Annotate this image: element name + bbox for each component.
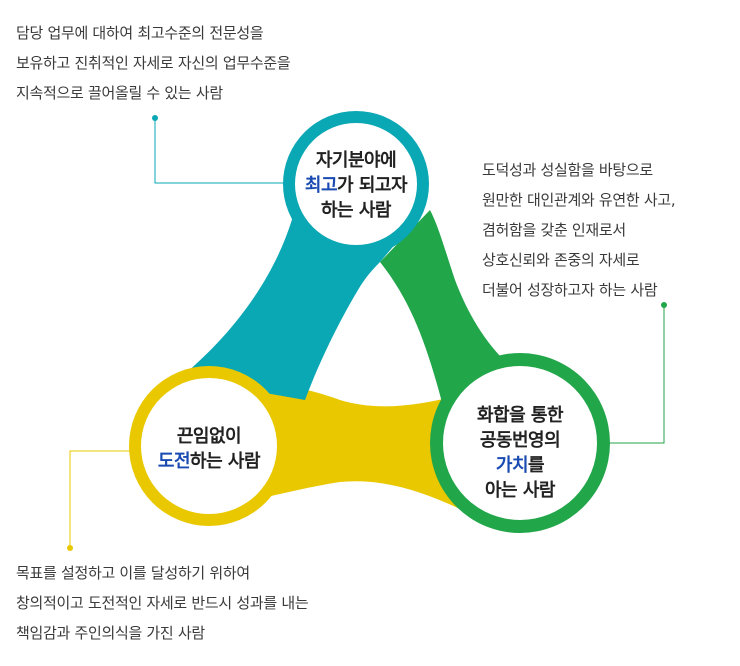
connector-left-dot bbox=[67, 545, 73, 551]
description-right-line: 겸허함을 갖춘 인재로서 bbox=[482, 221, 626, 239]
circle-left-inner bbox=[141, 378, 277, 514]
node-right-highlight: 가치 bbox=[495, 455, 529, 476]
description-right-line: 원만한 대인관계와 유연한 사고, bbox=[482, 191, 676, 209]
description-top: 담당 업무에 대하여 최고수준의 전문성을 보유하고 진취적인 자세로 자신의 … bbox=[16, 18, 291, 108]
connector-left bbox=[69, 450, 130, 548]
description-bottom-line: 창의적이고 도전적인 자세로 반드시 성과를 내는 bbox=[16, 594, 309, 612]
node-right-label: 화합을 통한 공동번영의 가치를 아는 사람 bbox=[445, 403, 595, 503]
node-right-line3-rest: 를 bbox=[528, 455, 545, 476]
node-left-line1: 끈임없이 bbox=[176, 426, 242, 447]
description-right-line: 도덕성과 성실함을 바탕으로 bbox=[482, 161, 653, 179]
description-right-line: 상호신뢰와 존중의 자세로 bbox=[482, 251, 640, 269]
node-top-line2-rest: 가 되고자 bbox=[337, 175, 408, 196]
description-top-line: 지속적으로 끌어올릴 수 있는 사람 bbox=[16, 84, 223, 102]
node-top-highlight: 최고 bbox=[304, 175, 338, 196]
node-left-label: 끈임없이 도전하는 사람 bbox=[134, 424, 284, 474]
description-top-line: 보유하고 진취적인 자세로 자신의 업무수준을 bbox=[16, 54, 291, 72]
node-right-line1: 화합을 통한 bbox=[476, 405, 564, 426]
node-right-line4: 아는 사람 bbox=[484, 480, 556, 501]
connector-top-dot bbox=[152, 115, 158, 121]
node-top-line2: 최고가 되고자 bbox=[281, 173, 431, 198]
node-right-line2: 공동번영의 bbox=[479, 430, 561, 451]
description-right: 도덕성과 성실함을 바탕으로 원만한 대인관계와 유연한 사고, 겸허함을 갖춘… bbox=[482, 155, 676, 305]
node-left-line2: 도전하는 사람 bbox=[134, 449, 284, 474]
circle-top-inner bbox=[295, 123, 417, 245]
connector-right bbox=[608, 305, 665, 444]
description-top-line: 담당 업무에 대하여 최고수준의 전문성을 bbox=[16, 24, 264, 42]
connector-right-dot bbox=[661, 302, 667, 308]
node-top-line1: 자기분야에 bbox=[315, 150, 397, 171]
description-right-line: 더불어 성장하고자 하는 사람 bbox=[482, 281, 658, 299]
node-right-line3: 가치를 bbox=[445, 453, 595, 478]
circle-right-inner bbox=[443, 366, 597, 520]
node-top-label: 자기분야에 최고가 되고자 하는 사람 bbox=[281, 148, 431, 223]
description-bottom: 목표를 설정하고 이를 달성하기 위하여 창의적이고 도전적인 자세로 반드시 … bbox=[16, 558, 309, 648]
description-bottom-line: 책임감과 주인의식을 가진 사람 bbox=[16, 624, 205, 642]
node-top-line3: 하는 사람 bbox=[320, 200, 392, 221]
description-bottom-line: 목표를 설정하고 이를 달성하기 위하여 bbox=[16, 564, 250, 582]
node-left-highlight: 도전 bbox=[157, 451, 191, 472]
node-left-line2-rest: 하는 사람 bbox=[190, 451, 261, 472]
connector-top bbox=[154, 118, 289, 184]
